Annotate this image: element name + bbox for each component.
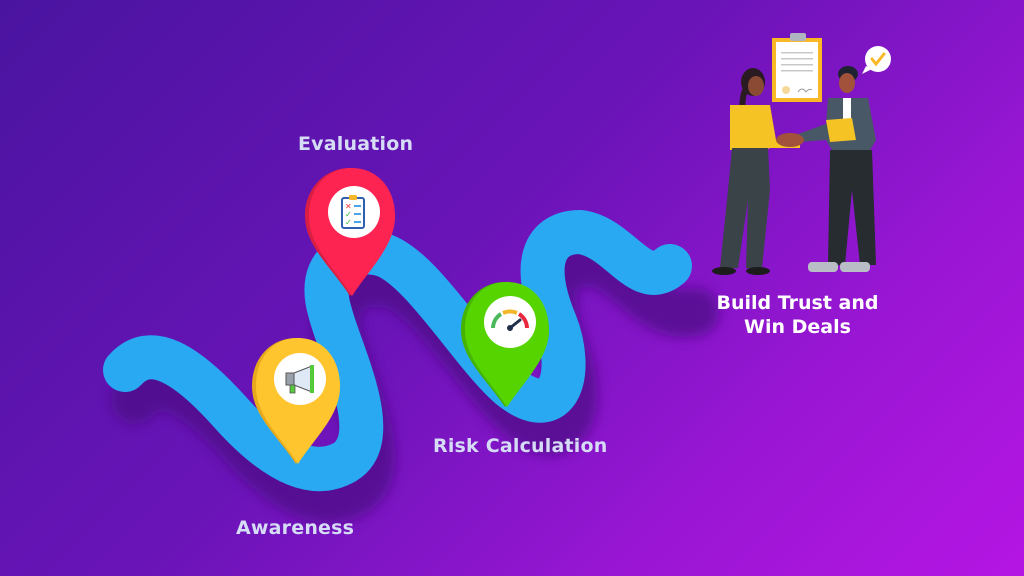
handshake-illustration — [712, 33, 891, 275]
evaluation-pin: ✕ ✓ ✓ — [305, 168, 395, 296]
risk-calculation-pin — [461, 282, 549, 407]
svg-text:✓: ✓ — [345, 210, 352, 219]
svg-text:✕: ✕ — [345, 202, 352, 211]
megaphone-icon — [285, 365, 314, 394]
man-figure — [776, 66, 876, 272]
stage-label-awareness: Awareness — [236, 517, 355, 539]
signed-contract-icon — [772, 33, 822, 102]
goal-title: Build Trust and Win Deals — [700, 291, 895, 339]
speedometer-gauge-icon — [491, 309, 529, 331]
stage-label-evaluation: Evaluation — [298, 133, 414, 155]
woman-figure — [712, 68, 800, 275]
goal-title-line-2: Win Deals — [744, 316, 851, 338]
awareness-pin — [252, 338, 340, 464]
checkmark-speech-bubble-icon — [862, 46, 891, 74]
goal-title-line-1: Build Trust and — [716, 292, 879, 314]
checklist-clipboard-icon: ✕ ✓ ✓ — [341, 195, 365, 229]
stage-label-risk-calculation: Risk Calculation — [433, 435, 608, 457]
svg-text:✓: ✓ — [345, 218, 352, 227]
